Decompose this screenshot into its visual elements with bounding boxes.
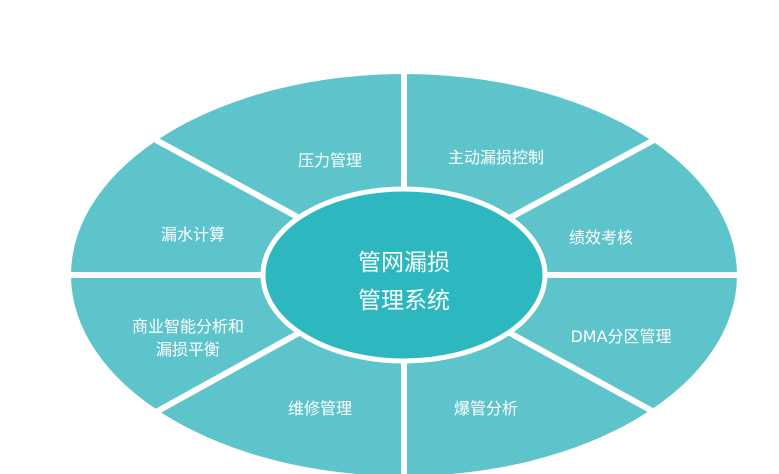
center-hub [260,186,548,364]
segment-label-leakage-calculation: 漏水计算 [161,225,225,244]
segment-label-pressure-management: 压力管理 [298,151,362,170]
segment-label-burst-analysis: 爆管分析 [454,399,518,418]
segment-label-active-leak-control: 主动漏损控制 [448,148,544,167]
segment-label-repair-management: 维修管理 [288,399,352,418]
segment-label-bi-analysis-line1: 商业智能分析和 [132,317,244,336]
center-title-line2: 管理系统 [358,288,450,314]
segment-label-bi-analysis-line2: 漏损平衡 [156,340,220,359]
center-title-line1: 管网漏损 [358,250,450,276]
segment-label-performance-assessment: 绩效考核 [569,228,633,247]
segment-label-dma-zoning: DMA分区管理 [570,327,671,346]
